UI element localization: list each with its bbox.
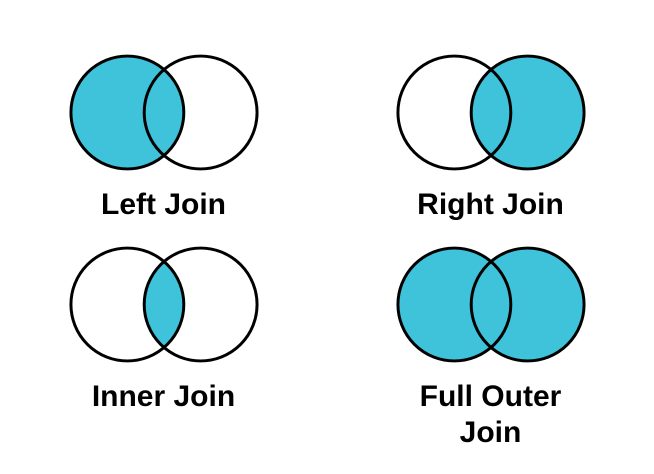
diagram-label-left-join: Left Join	[101, 188, 226, 221]
diagram-full-outer-join: Full Outer Join	[327, 237, 654, 474]
diagram-inner-join: Inner Join	[0, 237, 327, 474]
venn-diagram-right-join	[395, 54, 586, 171]
left-circle-outline	[68, 246, 185, 363]
diagram-label-full-outer-join: Full Outer Join	[419, 380, 562, 449]
intersection-region	[143, 248, 184, 361]
intersection-region	[143, 56, 184, 169]
diagram-left-join: Left Join	[0, 0, 327, 237]
diagram-label-right-join: Right Join	[417, 188, 564, 221]
left-circle-outline	[68, 54, 185, 171]
venn-diagram-inner-join	[68, 246, 259, 363]
diagram-label-inner-join: Inner Join	[91, 380, 236, 413]
intersection-region	[470, 56, 511, 169]
right-circle-outline	[142, 246, 259, 363]
left-circle-outline	[395, 246, 512, 363]
diagram-right-join: Right Join	[327, 0, 654, 237]
intersection-region	[470, 248, 511, 361]
right-circle-outline	[142, 54, 259, 171]
venn-diagram-full-outer-join	[395, 246, 586, 363]
venn-diagram-left-join	[68, 54, 259, 171]
right-circle-outline	[469, 54, 586, 171]
right-circle-outline	[469, 246, 586, 363]
left-circle-outline	[395, 54, 512, 171]
